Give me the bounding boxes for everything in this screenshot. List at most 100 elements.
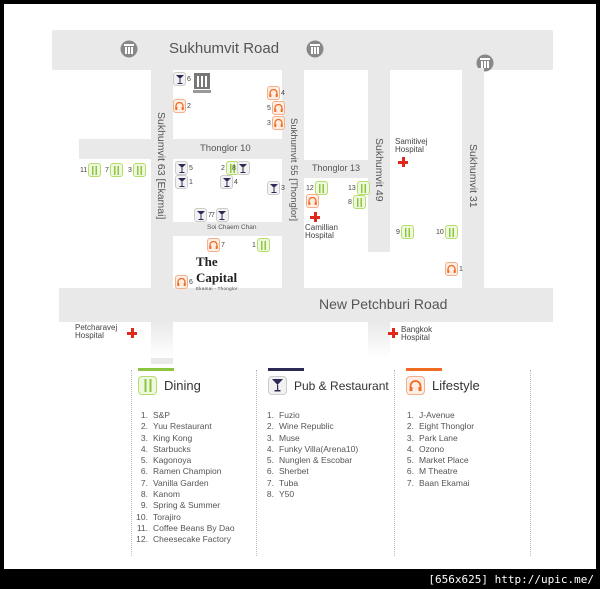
pub-marker[interactable]: 5 bbox=[175, 161, 193, 175]
fork-knife-icon bbox=[444, 225, 458, 239]
cocktail-glass-icon bbox=[173, 72, 186, 86]
marker-number: 6 bbox=[187, 75, 191, 83]
item-name: Ozono bbox=[419, 443, 445, 454]
lifestyle-marker[interactable]: 6 bbox=[175, 275, 193, 289]
dining-marker[interactable]: 8 bbox=[348, 195, 366, 209]
cocktail-glass-icon bbox=[267, 181, 280, 195]
item-name: Market Place bbox=[419, 455, 469, 466]
list-item: 10.Torajiro bbox=[134, 512, 235, 523]
fork-knife-icon bbox=[256, 238, 270, 252]
legend-divider bbox=[530, 370, 531, 556]
south-stub-road-left bbox=[151, 322, 173, 358]
hospital-word: Hospital bbox=[305, 231, 334, 240]
headphones-icon bbox=[445, 262, 458, 276]
fork-knife-icon bbox=[88, 163, 102, 177]
lifestyle-marker[interactable]: 3 bbox=[267, 116, 285, 130]
hospital-word: Hospital bbox=[401, 333, 430, 342]
lifestyle-marker[interactable]: 5 bbox=[267, 101, 285, 115]
dining-marker[interactable]: 10 bbox=[436, 225, 458, 239]
item-name: Park Lane bbox=[419, 432, 458, 443]
item-number: 7. bbox=[406, 477, 414, 488]
list-item: 4. Ozono bbox=[400, 444, 480, 455]
pub-marker[interactable]: 6 bbox=[173, 72, 191, 86]
item-name: King Kong bbox=[153, 432, 193, 443]
marker-number: 1 bbox=[189, 178, 193, 186]
fork-knife-icon bbox=[352, 195, 366, 209]
bts-station-icon bbox=[120, 40, 138, 58]
item-number: 3. bbox=[266, 432, 274, 443]
pub-marker[interactable]: 7 bbox=[194, 208, 212, 222]
lifestyle-marker[interactable] bbox=[306, 194, 319, 208]
item-name: S&P bbox=[153, 410, 171, 420]
item-name: Kanom bbox=[153, 489, 180, 500]
pub-marker[interactable]: 3 bbox=[267, 181, 285, 195]
dining-marker[interactable]: 13 bbox=[348, 181, 370, 195]
fork-knife-icon bbox=[138, 376, 157, 395]
hospital-word: Hospital bbox=[395, 145, 424, 154]
cocktail-glass-icon bbox=[175, 175, 188, 189]
item-name: Baan Ekamai bbox=[419, 477, 470, 488]
thonglor-13-label: Thonglor 13 bbox=[312, 163, 361, 173]
list-item: 8.Y50 bbox=[260, 489, 389, 500]
list-item: 6.Ramen Champion bbox=[134, 466, 235, 477]
hospital-cross-icon bbox=[388, 328, 398, 338]
marker-number: 7 bbox=[221, 241, 225, 249]
fork-knife-icon bbox=[109, 163, 123, 177]
soi-chaem-chan-road bbox=[172, 222, 283, 236]
list-item: 6.M Theatre bbox=[400, 466, 480, 477]
marker-number: 5 bbox=[189, 164, 193, 172]
lifestyle-marker[interactable]: 2 bbox=[173, 99, 191, 113]
hospital-cross-icon bbox=[398, 157, 408, 167]
pub-marker[interactable]: 7 bbox=[211, 208, 229, 222]
hospital-name: Petcharavej bbox=[75, 323, 118, 332]
item-number: 7. bbox=[266, 477, 274, 488]
list-item: 2.Eight Thonglor bbox=[400, 421, 480, 432]
lifestyle-marker[interactable]: 7 bbox=[207, 238, 225, 252]
list-item: 5.Nunglen & Escobar bbox=[260, 455, 389, 466]
sukhumvit-55-label: Sukhumvit 55 [Thonglor] bbox=[288, 118, 299, 221]
building-icon bbox=[193, 73, 211, 93]
legend-divider bbox=[256, 370, 257, 556]
item-number: 1. bbox=[266, 410, 274, 420]
item-number: 6. bbox=[140, 466, 148, 477]
item-name: Funky Villa(Arena10) bbox=[279, 443, 359, 454]
dining-marker[interactable]: 3 bbox=[128, 163, 146, 177]
pub-marker[interactable]: 1 bbox=[175, 175, 193, 189]
legend-pub-header: Pub & Restaurant bbox=[268, 376, 389, 395]
list-item: 12. Cheesecake Factory bbox=[134, 534, 235, 545]
lifestyle-marker[interactable]: 1 bbox=[445, 262, 463, 276]
marker-number: 6 bbox=[189, 278, 193, 286]
item-number: 12. bbox=[136, 534, 148, 545]
legend-pub-title: Pub & Restaurant bbox=[294, 378, 389, 393]
list-item: 4.Starbucks bbox=[134, 444, 235, 455]
lifestyle-marker[interactable]: 4 bbox=[267, 86, 285, 100]
dining-marker[interactable]: 7 bbox=[105, 163, 123, 177]
cocktail-glass-icon bbox=[220, 175, 233, 189]
marker-number: 7 bbox=[211, 211, 215, 219]
list-item: 4.Funky Villa(Arena10) bbox=[260, 444, 389, 455]
legend-lifestyle-list: 1.J-Avenue 2.Eight Thonglor 3.Park Lane … bbox=[400, 410, 480, 489]
item-number: 8. bbox=[266, 489, 274, 500]
item-number: 5. bbox=[140, 455, 148, 466]
dining-marker[interactable]: 12 bbox=[306, 181, 328, 195]
item-name: Cheesecake Factory bbox=[153, 534, 231, 545]
legend-lifestyle-bar bbox=[406, 368, 442, 371]
dining-marker[interactable]: 9 bbox=[396, 225, 414, 239]
marker-number: 3 bbox=[281, 184, 285, 192]
item-number: 4. bbox=[406, 443, 414, 454]
legend-divider bbox=[131, 370, 132, 556]
hospital-cross-icon bbox=[127, 328, 138, 338]
dining-marker[interactable]: 11 bbox=[80, 163, 102, 177]
pub-marker[interactable]: 8 bbox=[232, 161, 250, 175]
item-name: J-Avenue bbox=[419, 410, 455, 420]
dining-marker[interactable]: 1 bbox=[252, 238, 270, 252]
pub-marker[interactable]: 4 bbox=[220, 175, 238, 189]
camillian-hospital: Camillian Hospital bbox=[305, 212, 338, 240]
item-number: 11. bbox=[136, 522, 148, 533]
headphones-icon bbox=[271, 116, 285, 130]
sukhumvit-road-label: Sukhumvit Road bbox=[169, 40, 280, 57]
marker-number: 5 bbox=[267, 104, 271, 112]
marker-number: 11 bbox=[80, 166, 88, 174]
